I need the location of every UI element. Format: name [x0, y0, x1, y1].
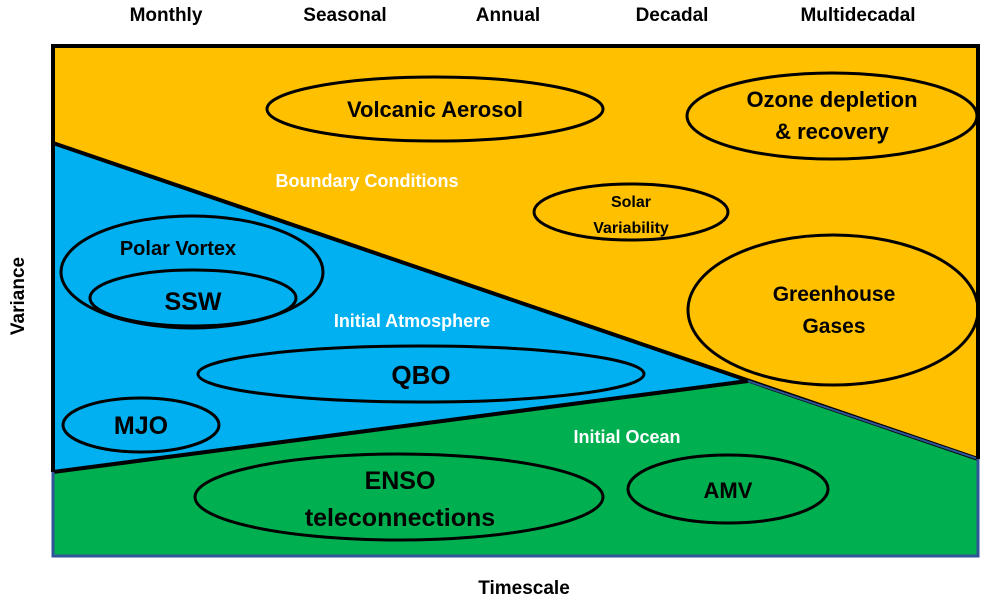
- ellipse-enso: [193, 452, 605, 542]
- label-amv: AMV: [704, 478, 753, 503]
- ellipse-ozone: [685, 71, 979, 161]
- label-greenhouse-line1: Greenhouse: [773, 283, 896, 306]
- ellipse-greenhouse-gases: [686, 233, 980, 387]
- label-enso-line1: ENSO: [365, 467, 436, 495]
- ellipse-mjo: [61, 396, 221, 454]
- ellipse-amv: [626, 453, 830, 525]
- timescale-label-monthly: Monthly: [129, 5, 203, 26]
- ellipse-polar-vortex: [59, 214, 325, 330]
- ocean-region: [53, 381, 978, 556]
- y-axis-label: Variance: [8, 257, 29, 335]
- timescale-label-decadal: Decadal: [635, 5, 709, 26]
- label-ssw: SSW: [165, 288, 222, 316]
- label-polar-vortex: Polar Vortex: [120, 238, 236, 260]
- label-enso-line2: teleconnections: [305, 504, 495, 532]
- region-label-atmosphere: Initial Atmosphere: [334, 311, 490, 331]
- label-ozone-line1: Ozone depletion: [746, 87, 917, 112]
- ocean-edge-line: [747, 380, 979, 460]
- label-greenhouse-line2: Gases: [802, 315, 865, 338]
- ocean-divider-line: [52, 379, 749, 474]
- atmosphere-region: [53, 143, 748, 472]
- region-label-boundary: Boundary Conditions: [276, 171, 459, 191]
- timescale-label-annual: Annual: [475, 5, 541, 26]
- label-qbo: QBO: [391, 360, 450, 390]
- label-mjo: MJO: [114, 412, 168, 440]
- ellipse-ssw: [88, 268, 298, 328]
- frame-border-bottom: [51, 459, 980, 558]
- x-axis-label: Timescale: [478, 578, 570, 599]
- label-volcanic-aerosol: Volcanic Aerosol: [347, 97, 523, 122]
- frame-border-top: [51, 44, 980, 472]
- label-solar-line1: Solar: [611, 194, 651, 211]
- label-solar-line2: Variability: [593, 220, 669, 237]
- label-ozone-line2: & recovery: [775, 119, 890, 144]
- timescale-label-multidecadal: Multidecadal: [800, 5, 916, 26]
- ellipse-qbo: [196, 344, 646, 404]
- timescale-label-seasonal: Seasonal: [303, 5, 387, 26]
- ellipse-volcanic-aerosol: [265, 75, 605, 143]
- region-label-ocean: Initial Ocean: [573, 427, 680, 447]
- ellipse-solar-variability: [532, 182, 730, 242]
